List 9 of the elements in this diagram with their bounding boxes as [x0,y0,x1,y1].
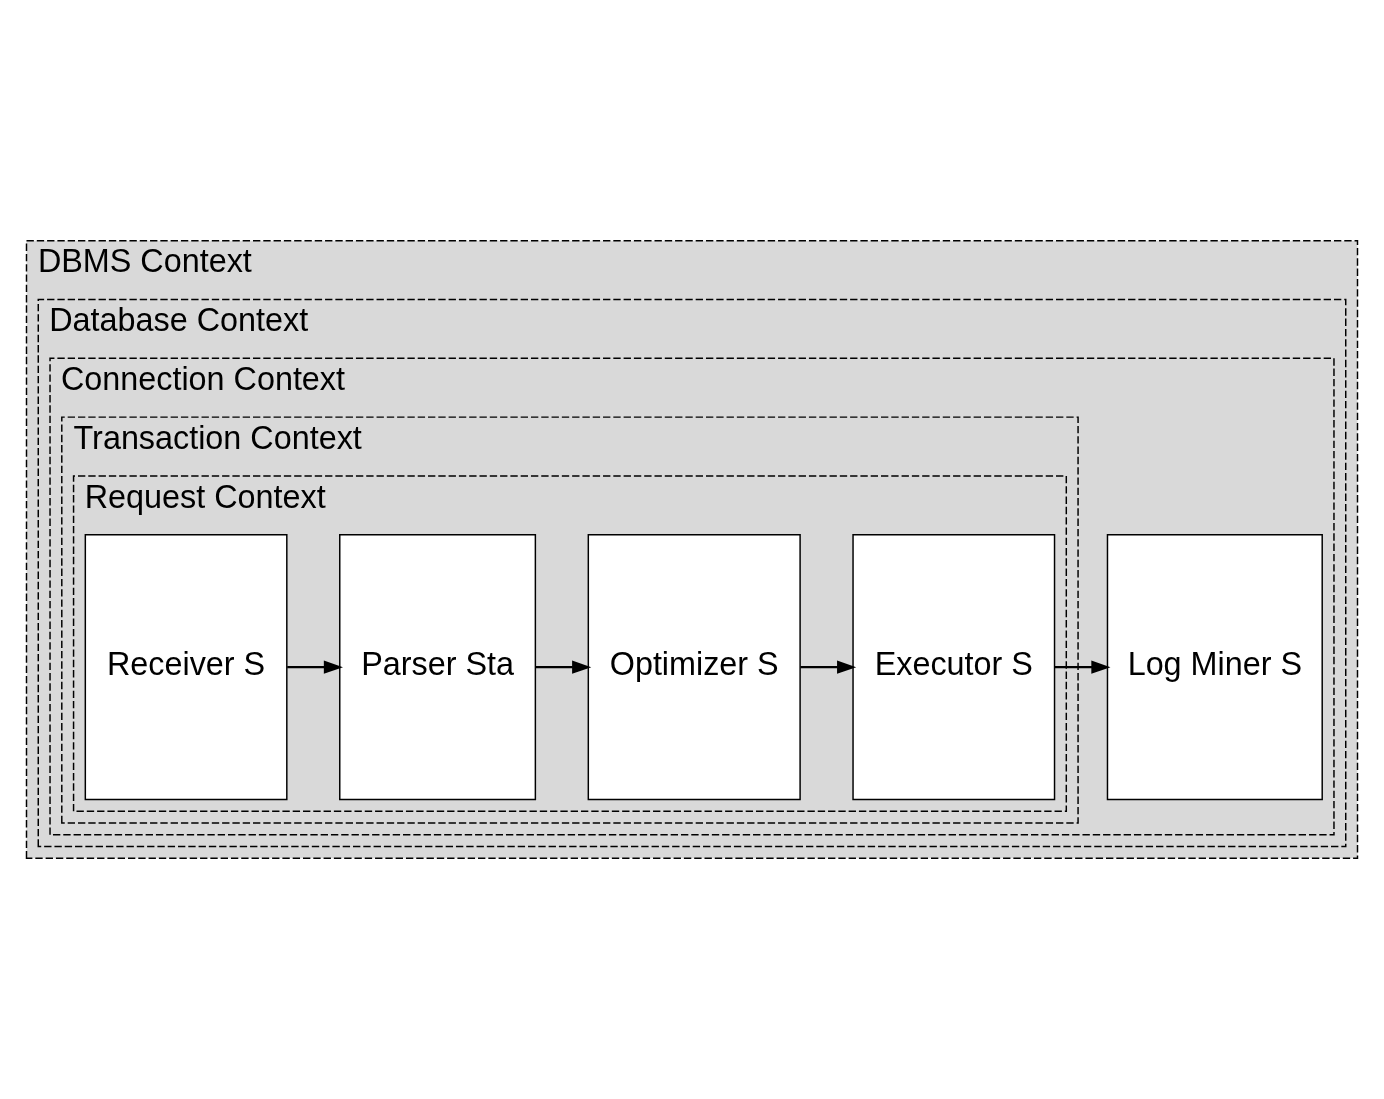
arrow [535,660,592,674]
node-box: Optimizer S [587,534,801,801]
arrow [1054,660,1111,674]
node-box: Log Miner S [1106,534,1323,801]
arrow [800,660,857,674]
arrow [287,660,343,674]
node-box: Receiver S [84,534,288,801]
node-box: Parser Sta [339,534,537,801]
node-box: Executor S [852,534,1056,801]
